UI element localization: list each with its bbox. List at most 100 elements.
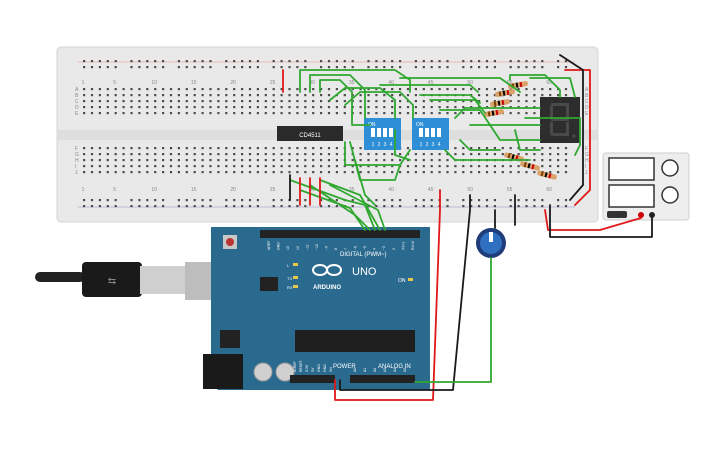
breadboard-hole[interactable] [114, 94, 117, 97]
breadboard-hole[interactable] [557, 159, 560, 162]
breadboard-hole[interactable] [138, 153, 141, 156]
breadboard-hole[interactable] [375, 171, 378, 174]
breadboard-hole[interactable] [162, 165, 165, 168]
breadboard-hole[interactable] [233, 94, 236, 97]
breadboard-hole[interactable] [509, 88, 512, 91]
breadboard-hole[interactable] [114, 106, 117, 109]
breadboard-hole[interactable] [264, 94, 267, 97]
breadboard-hole[interactable] [225, 159, 228, 162]
breadboard-hole[interactable] [201, 171, 204, 174]
breadboard-hole[interactable] [406, 94, 410, 97]
breadboard-hole[interactable] [201, 66, 204, 69]
breadboard-hole[interactable] [233, 112, 236, 115]
breadboard-hole[interactable] [296, 147, 299, 150]
breadboard-hole[interactable] [217, 106, 220, 109]
breadboard-hole[interactable] [446, 205, 449, 208]
breadboard-hole[interactable] [98, 60, 101, 63]
breadboard-hole[interactable] [264, 112, 267, 115]
breadboard-hole[interactable] [438, 88, 441, 91]
breadboard-hole[interactable] [296, 106, 299, 109]
arduino-uno-board[interactable]: UNO ARDUINO DIGITAL (PWM~) POWER ANALOG … [203, 227, 430, 390]
breadboard-hole[interactable] [177, 171, 180, 174]
breadboard-hole[interactable] [146, 112, 149, 115]
breadboard-hole[interactable] [509, 165, 512, 168]
breadboard-hole[interactable] [217, 94, 220, 97]
breadboard-hole[interactable] [406, 147, 410, 150]
breadboard-hole[interactable] [470, 100, 473, 103]
breadboard-hole[interactable] [509, 94, 512, 97]
cd4511-chip[interactable]: CD4511 [277, 126, 343, 141]
breadboard-hole[interactable] [391, 153, 394, 156]
breadboard-hole[interactable] [248, 165, 252, 168]
breadboard-hole[interactable] [122, 106, 125, 109]
breadboard-hole[interactable] [138, 100, 141, 103]
breadboard-hole[interactable] [422, 88, 425, 91]
breadboard-hole[interactable] [335, 153, 338, 156]
breadboard-hole[interactable] [485, 165, 489, 168]
breadboard-hole[interactable] [280, 147, 283, 150]
breadboard-hole[interactable] [217, 171, 220, 174]
breadboard-hole[interactable] [98, 94, 101, 97]
breadboard-hole[interactable] [83, 159, 86, 162]
breadboard-hole[interactable] [169, 153, 173, 156]
breadboard-hole[interactable] [478, 66, 481, 69]
breadboard-hole[interactable] [225, 199, 228, 202]
breadboard-hole[interactable] [296, 112, 299, 115]
breadboard-hole[interactable] [264, 106, 267, 109]
breadboard-hole[interactable] [406, 106, 410, 109]
breadboard-hole[interactable] [335, 171, 338, 174]
breadboard-hole[interactable] [106, 171, 109, 174]
breadboard-hole[interactable] [201, 205, 204, 208]
breadboard-hole[interactable] [541, 147, 544, 150]
breadboard-hole[interactable] [154, 199, 157, 202]
breadboard-hole[interactable] [146, 171, 149, 174]
breadboard-hole[interactable] [320, 153, 323, 156]
breadboard-hole[interactable] [162, 153, 165, 156]
breadboard-hole[interactable] [478, 94, 481, 97]
breadboard-hole[interactable] [90, 66, 94, 69]
breadboard-hole[interactable] [272, 165, 275, 168]
breadboard-hole[interactable] [169, 88, 173, 91]
breadboard-hole[interactable] [501, 165, 504, 168]
breadboard-hole[interactable] [169, 94, 173, 97]
breadboard-hole[interactable] [154, 94, 157, 97]
breadboard-hole[interactable] [304, 112, 307, 115]
breadboard-hole[interactable] [414, 171, 417, 174]
breadboard-hole[interactable] [478, 171, 481, 174]
breadboard-hole[interactable] [98, 112, 101, 115]
breadboard-hole[interactable] [272, 205, 275, 208]
breadboard-hole[interactable] [201, 88, 204, 91]
breadboard-hole[interactable] [343, 94, 346, 97]
breadboard-hole[interactable] [114, 88, 117, 91]
breadboard-hole[interactable] [177, 159, 180, 162]
breadboard-hole[interactable] [169, 147, 173, 150]
breadboard-hole[interactable] [83, 153, 86, 156]
breadboard-hole[interactable] [446, 66, 449, 69]
breadboard-hole[interactable] [304, 159, 307, 162]
breadboard-hole[interactable] [280, 165, 283, 168]
breadboard-hole[interactable] [312, 112, 315, 115]
breadboard-hole[interactable] [533, 153, 536, 156]
breadboard-hole[interactable] [359, 171, 362, 174]
breadboard-hole[interactable] [414, 165, 417, 168]
breadboard-hole[interactable] [296, 199, 299, 202]
breadboard-hole[interactable] [312, 88, 315, 91]
breadboard-hole[interactable] [217, 112, 220, 115]
breadboard-hole[interactable] [272, 66, 275, 69]
breadboard-hole[interactable] [264, 153, 267, 156]
breadboard-hole[interactable] [406, 88, 410, 91]
breadboard-hole[interactable] [83, 112, 86, 115]
breadboard-hole[interactable] [564, 94, 568, 97]
breadboard-hole[interactable] [320, 159, 323, 162]
breadboard-hole[interactable] [335, 60, 338, 63]
breadboard-hole[interactable] [241, 153, 244, 156]
breadboard-hole[interactable] [193, 88, 196, 91]
breadboard-hole[interactable] [391, 106, 394, 109]
breadboard-hole[interactable] [154, 106, 157, 109]
breadboard-hole[interactable] [122, 153, 125, 156]
breadboard-hole[interactable] [304, 100, 307, 103]
breadboard-hole[interactable] [383, 100, 386, 103]
breadboard-hole[interactable] [304, 165, 307, 168]
breadboard-hole[interactable] [90, 165, 94, 168]
breadboard-hole[interactable] [327, 100, 331, 103]
